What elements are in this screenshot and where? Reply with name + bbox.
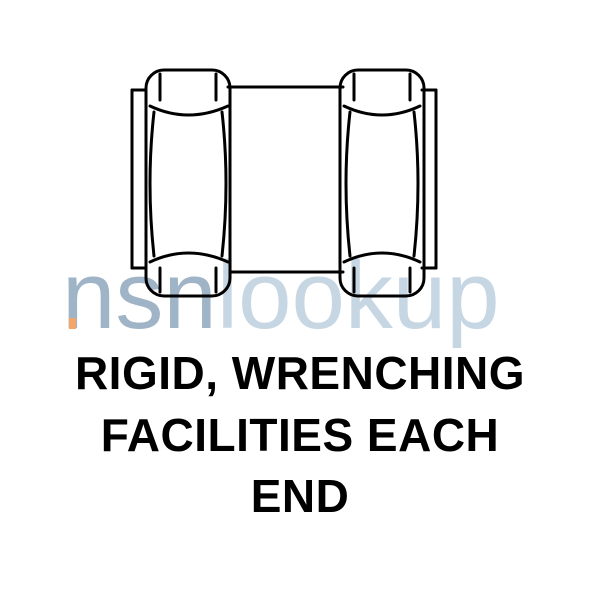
- left-hex-nut: [144, 68, 232, 298]
- caption-line-1: RIGID, WRENCHING: [74, 347, 526, 399]
- caption-line-3: END: [250, 470, 350, 522]
- watermark-dot: [69, 318, 76, 329]
- fitting-body: [226, 85, 345, 274]
- caption-line-2: FACILITIES EACH: [100, 409, 500, 461]
- right-hex-nut: [338, 68, 426, 298]
- watermark-text: nsnlookup: [62, 242, 500, 349]
- left-end-flange: [130, 88, 148, 270]
- watermark: nsnlookup: [62, 242, 500, 349]
